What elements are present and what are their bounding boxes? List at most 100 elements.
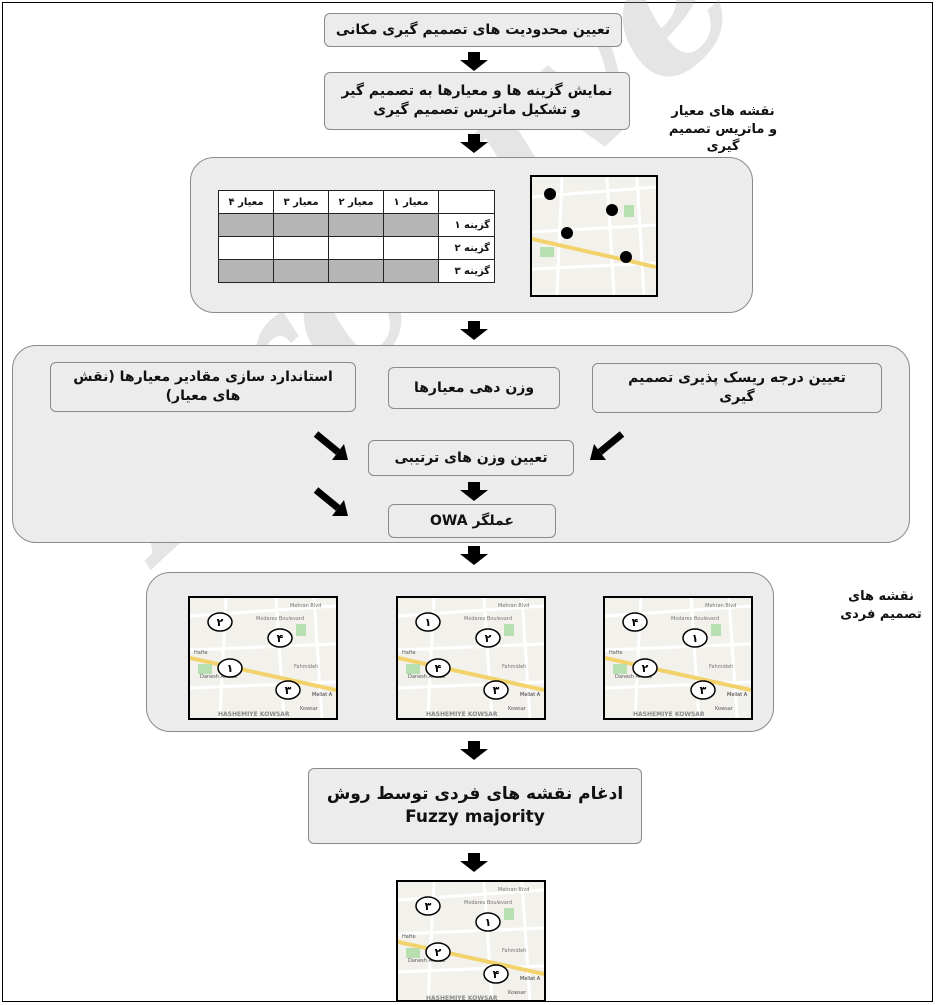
step-spatial-constraints: تعیین محدودیت های تصمیم گیری مکانی: [324, 13, 622, 47]
rank-label: ۴: [277, 632, 284, 645]
step-owa-operator-text: عملگر OWA: [430, 512, 514, 529]
matrix-row: گزینه ۱: [218, 213, 495, 237]
matrix-row: گزینه ۳: [218, 259, 495, 283]
matrix-row: گزینه ۲: [218, 236, 495, 260]
svg-text:Fahmideh: Fahmideh: [294, 664, 318, 670]
rank-circle: [415, 896, 441, 916]
rank-circle: [217, 658, 243, 678]
rank-circle: [475, 628, 501, 648]
svg-text:Mellat A: Mellat A: [727, 692, 748, 698]
rank-label: ۱: [425, 616, 432, 629]
rank-circle: [425, 942, 451, 962]
svg-text:Kowsar: Kowsar: [715, 706, 734, 712]
rank-circle: [475, 912, 501, 932]
step-order-weights-text: تعیین وزن های ترتیبی: [394, 449, 548, 466]
svg-text:Mehran Blvd: Mehran Blvd: [290, 603, 321, 609]
diagonal-arrow-icon: [590, 431, 625, 460]
svg-text:HASHEMIYE KOWSAR: HASHEMIYE KOWSAR: [426, 995, 498, 1002]
down-arrow-icon: [460, 546, 488, 565]
svg-text:Mehran Blvd: Mehran Blvd: [498, 603, 529, 609]
step-standardization-text: استاندارد سازی مقادیر معیارها (نقش های م…: [73, 369, 333, 404]
matrix-header-row: معیار ۴ معیار ۳ معیار ۲ معیار ۱: [218, 190, 495, 214]
svg-text:HASHEMIYE KOWSAR: HASHEMIYE KOWSAR: [633, 711, 705, 718]
svg-text:Kowsar: Kowsar: [508, 706, 527, 712]
rank-label: ۱: [485, 916, 492, 929]
svg-text:Modares Boulevard: Modares Boulevard: [671, 616, 719, 622]
svg-text:HASHEMIYE KOWSAR: HASHEMIYE KOWSAR: [426, 711, 498, 718]
alternative-point: [606, 204, 618, 216]
svg-text:Hafte: Hafte: [609, 650, 623, 656]
step-order-weights: تعیین وزن های ترتیبی: [368, 440, 574, 476]
svg-text:HASHEMIYE KOWSAR: HASHEMIYE KOWSAR: [218, 711, 290, 718]
svg-text:Kowsar: Kowsar: [508, 990, 527, 996]
criteria-map: [530, 175, 658, 297]
rank-label: ۳: [700, 684, 707, 697]
svg-text:Hafte: Hafte: [402, 650, 416, 656]
step-risk-degree: تعیین درجه ریسک پذیری تصمیم گیری: [592, 363, 882, 413]
matrix-header-cell: معیار ۴: [218, 190, 274, 214]
rank-circle: [415, 612, 441, 632]
down-arrow-icon: [460, 853, 488, 872]
down-arrow-icon: [460, 482, 488, 501]
svg-text:Danesh Amooz: Danesh Amooz: [200, 674, 238, 680]
rank-circle: [425, 658, 451, 678]
matrix-row-label: گزینه ۲: [438, 236, 495, 260]
svg-text:Modares Boulevard: Modares Boulevard: [464, 616, 512, 622]
svg-text:Modares Boulevard: Modares Boulevard: [464, 900, 512, 906]
rank-circle: [267, 628, 293, 648]
step-spatial-constraints-text: تعیین محدودیت های تصمیم گیری مکانی: [335, 21, 611, 38]
step-risk-degree-text: تعیین درجه ریسک پذیری تصمیم گیری: [628, 370, 846, 405]
rank-label: ۳: [425, 900, 432, 913]
rank-label: ۳: [493, 684, 500, 697]
down-arrow-icon: [460, 741, 488, 760]
step-fuzzy-majority-method: Fuzzy majority: [405, 807, 545, 827]
step-fuzzy-majority-text: ادغام نقشه های فردی توسط روش: [326, 784, 624, 805]
alternative-point: [561, 227, 573, 239]
matrix-header-cell: معیار ۲: [328, 190, 384, 214]
rank-label: ۱: [227, 662, 234, 675]
rank-circle: [207, 612, 233, 632]
svg-text:Hafte: Hafte: [402, 934, 416, 940]
decision-matrix: معیار ۴ معیار ۳ معیار ۲ معیار ۱ گزینه ۱ …: [218, 190, 495, 283]
svg-text:Mehran Blvd: Mehran Blvd: [498, 887, 529, 893]
alternative-point: [620, 251, 632, 263]
matrix-header-cell: معیار ۱: [383, 190, 439, 214]
rank-label: ۲: [642, 662, 649, 675]
matrix-header-cell: [438, 190, 495, 214]
step-show-alternatives-text: نمایش گزینه ها و معیارها به تصمیم گیر و …: [341, 83, 613, 118]
svg-text:Danesh Amooz: Danesh Amooz: [408, 958, 446, 964]
svg-text:Danesh Amooz: Danesh Amooz: [615, 674, 653, 680]
step-show-alternatives: نمایش گزینه ها و معیارها به تصمیم گیر و …: [324, 72, 630, 130]
rank-label: ۴: [632, 616, 639, 629]
rank-label: ۲: [217, 616, 224, 629]
svg-text:Fahmideh: Fahmideh: [502, 664, 526, 670]
svg-text:Mellat A: Mellat A: [520, 976, 541, 982]
svg-text:Fahmideh: Fahmideh: [502, 948, 526, 954]
alternative-point: [544, 188, 556, 200]
rank-circle: [632, 658, 658, 678]
matrix-header-cell: معیار ۳: [273, 190, 329, 214]
diagonal-arrow-icon: [313, 487, 348, 516]
rank-label: ۲: [435, 946, 442, 959]
down-arrow-icon: [460, 134, 488, 153]
step-fuzzy-majority: ادغام نقشه های فردی توسط روش Fuzzy major…: [308, 768, 642, 844]
svg-text:Hafte: Hafte: [194, 650, 208, 656]
matrix-row-label: گزینه ۳: [438, 259, 495, 283]
matrix-row-label: گزینه ۱: [438, 213, 495, 237]
rank-circle: [483, 964, 509, 984]
step-criteria-weighting: وزن دهی معیارها: [388, 367, 560, 409]
svg-text:Danesh Amooz: Danesh Amooz: [408, 674, 446, 680]
svg-text:Fahmideh: Fahmideh: [709, 664, 733, 670]
svg-text:Mehran Blvd: Mehran Blvd: [705, 603, 736, 609]
down-arrow-icon: [460, 321, 488, 340]
svg-text:Mellat A: Mellat A: [312, 692, 333, 698]
rank-label: ۴: [493, 968, 500, 981]
rank-circle: [483, 680, 509, 700]
step-owa-operator: عملگر OWA: [388, 504, 556, 538]
rank-circle: [682, 628, 708, 648]
maps-matrix-label: نقشه های معیار و ماتریس تصمیم گیری: [668, 104, 778, 155]
rank-circle: [622, 612, 648, 632]
rank-label: ۳: [285, 684, 292, 697]
